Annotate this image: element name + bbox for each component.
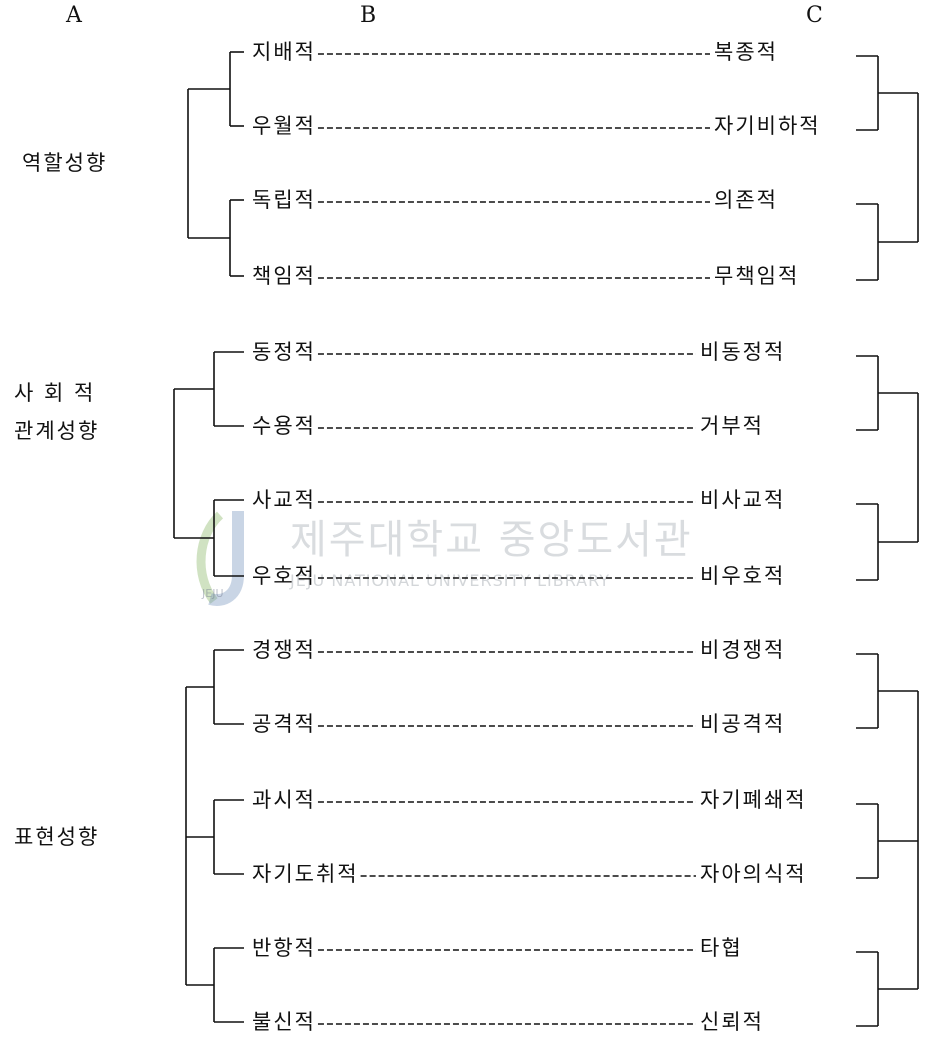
pair-right-term: 자기폐쇄적 <box>700 788 807 812</box>
category-label-social-line1: 사 회 적 <box>14 381 96 405</box>
category-label-social-line2: 관계성향 <box>14 419 100 443</box>
pair-right-term: 의존적 <box>714 188 778 212</box>
category-label-role: 역할성향 <box>22 151 108 175</box>
pair-right-term: 비동정적 <box>700 340 786 364</box>
pair-right-term: 비공격적 <box>700 712 786 736</box>
pair-left-term: 동정적 <box>252 340 316 364</box>
pair-left-term: 우호적 <box>252 564 316 588</box>
pair-left-term: 우월적 <box>252 114 316 138</box>
pair-left-term: 지배적 <box>252 40 316 64</box>
pair-left-term: 사교적 <box>252 488 316 512</box>
pair-left-term: 수용적 <box>252 414 316 438</box>
pair-right-term: 비사교적 <box>700 488 786 512</box>
pair-left-term: 책임적 <box>252 264 316 288</box>
category-label-expression: 표현성향 <box>14 825 100 849</box>
pair-right-term: 복종적 <box>714 40 778 64</box>
column-c-header: C <box>806 3 823 28</box>
pair-left-term: 과시적 <box>252 788 316 812</box>
pair-right-term: 타협 <box>700 936 743 960</box>
column-b-header: B <box>360 3 377 28</box>
pair-right-term: 신뢰적 <box>700 1010 764 1034</box>
category-label-social: 사 회 적 관계성향 <box>14 374 99 450</box>
pair-right-term: 거부적 <box>700 414 764 438</box>
pair-right-term: 비경쟁적 <box>700 638 786 662</box>
column-a-header: A <box>66 3 82 28</box>
pair-left-term: 자기도취적 <box>252 862 359 886</box>
pair-right-term: 자아의식적 <box>700 862 807 886</box>
pair-right-term: 자기비하적 <box>714 114 821 138</box>
pair-right-term: 무책임적 <box>714 264 800 288</box>
pair-right-term: 비우호적 <box>700 564 786 588</box>
pair-left-term: 불신적 <box>252 1010 316 1034</box>
pair-left-term: 공격적 <box>252 712 316 736</box>
pair-left-term: 반항적 <box>252 936 316 960</box>
pair-left-term: 독립적 <box>252 188 316 212</box>
pair-left-term: 경쟁적 <box>252 638 316 662</box>
